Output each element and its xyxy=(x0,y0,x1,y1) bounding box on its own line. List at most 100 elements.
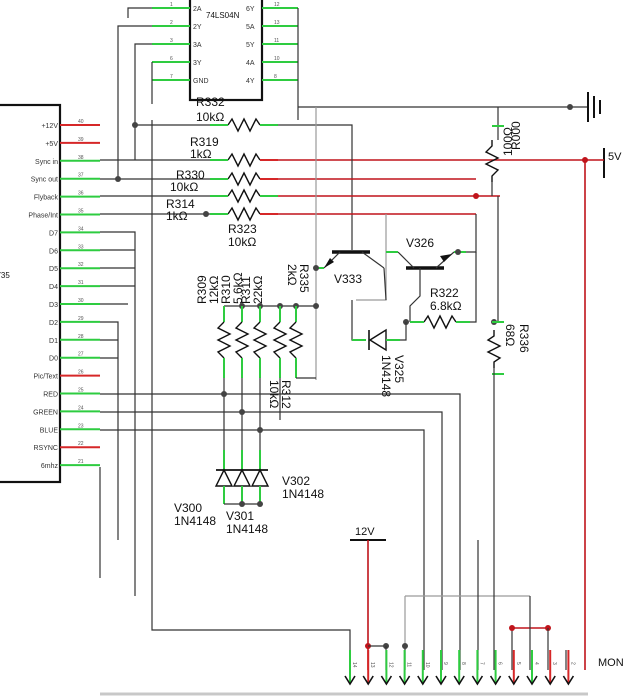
resistor-r332: R332 10kΩ xyxy=(132,95,353,250)
v302-name: V302 xyxy=(282,474,310,488)
r335-value: 2kΩ xyxy=(285,264,299,286)
resistor-r310: R310 5.6kΩ xyxy=(219,272,250,470)
monitor-pin-arrow xyxy=(344,675,356,686)
header-pin-num: 21 xyxy=(78,459,84,465)
chip-pin-label: 4Y xyxy=(246,78,255,85)
header-pin-num: 39 xyxy=(78,137,84,143)
header-pin-num: 36 xyxy=(78,191,84,197)
header-pin-num: 35 xyxy=(78,209,84,215)
chip-wires xyxy=(117,7,299,180)
monitor-pin-num: 4 xyxy=(533,662,539,665)
diode-v325: V325 1N4148 xyxy=(351,300,407,397)
monitor-wires xyxy=(402,540,567,670)
resistor-r330: R330 10kΩ xyxy=(115,168,476,194)
r336-value: 68Ω xyxy=(503,324,517,346)
header-pin-label: D4 xyxy=(49,284,58,291)
monitor-pin-num: 13 xyxy=(369,662,375,668)
monitor-pin-arrow xyxy=(435,675,447,686)
chip-pin-label: 4A xyxy=(246,60,255,67)
transistor-v333: V333 xyxy=(313,250,387,301)
chip-pin-label: GND xyxy=(193,78,209,85)
monitor-pin-arrow xyxy=(508,675,520,686)
header-pin-num: 28 xyxy=(78,334,84,340)
header-pin-num: 33 xyxy=(78,244,84,250)
chip-pin-num: 6 xyxy=(170,56,173,62)
v300-value: 1N4148 xyxy=(174,514,216,528)
r000-value: 100Ω xyxy=(501,127,515,156)
chip-pin-num: 1 xyxy=(170,2,173,8)
monitor-pin-arrow xyxy=(398,675,411,686)
r335-name: R335 xyxy=(297,264,311,293)
monitor-pin-arrow xyxy=(489,675,502,686)
chip-pin-label: 2Y xyxy=(193,24,202,31)
r336-name: R336 xyxy=(517,324,531,353)
monitor-pin-arrow xyxy=(471,675,484,686)
header-pin-num: 24 xyxy=(78,405,84,411)
r323-name: R323 xyxy=(228,222,257,236)
chip-left-pins: 1 2 3 6 7 2A 2Y 3A 3Y GND xyxy=(152,2,209,85)
resistor-r336: R336 68Ω xyxy=(486,196,531,670)
monitor-pin-arrow xyxy=(453,675,465,686)
monitor-label: MON xyxy=(598,657,624,669)
rail-5v-label: 5V xyxy=(608,151,622,163)
header-pin-label: Sync out xyxy=(31,177,58,184)
monitor-pin-num: 10 xyxy=(424,662,430,668)
header-name: 0735 xyxy=(0,271,10,280)
r312-name: R312 xyxy=(279,380,293,409)
r310-name: R310 xyxy=(219,275,233,304)
resistor-r312: R312 10kΩ xyxy=(267,306,293,420)
v325-value: 1N4148 xyxy=(379,355,393,397)
r310-value: 5.6kΩ xyxy=(231,272,245,304)
chip-pin-num: 7 xyxy=(170,74,173,80)
header-pin-label: +5V xyxy=(45,141,58,148)
r319-name: R319 xyxy=(190,135,219,149)
r330-name: R330 xyxy=(176,168,205,182)
r000-name: R000 xyxy=(509,121,523,150)
chip-right-pins: 12 13 11 10 8 6Y 5A 5Y 4A 4Y xyxy=(246,2,298,85)
resistor-r323: R323 10kΩ xyxy=(203,206,476,249)
header-pin-label: BLUE xyxy=(40,427,59,434)
header-pin-num: 34 xyxy=(78,226,84,232)
resistor-ladder: R309 12kΩ R310 5.6kΩ R311 22kΩ R312 10kΩ xyxy=(195,264,319,470)
chip-pin-num: 3 xyxy=(170,38,173,44)
monitor-pin-num: 8 xyxy=(460,662,466,665)
r311-value: 22kΩ xyxy=(251,276,265,304)
monitor-pin-num: 3 xyxy=(551,662,557,665)
rail-12v: 12V xyxy=(350,526,389,670)
r322-value: 6.8kΩ xyxy=(430,299,462,313)
header-pin-label: D0 xyxy=(49,356,58,363)
chip-74ls04n: 74LS04N 1 2 3 6 7 2A 2Y 3A 3Y GND 12 xyxy=(152,0,298,102)
header-pin-label: RED xyxy=(43,392,58,399)
resistor-r314: R314 1kΩ xyxy=(166,188,500,223)
r332-name: R332 xyxy=(196,95,225,109)
r311-name: R311 xyxy=(239,276,253,304)
resistor-r000: R000 100Ω xyxy=(484,107,523,196)
monitor-pin-num: 7 xyxy=(478,662,484,665)
header-pin-num: 26 xyxy=(78,370,84,376)
v300-name: V300 xyxy=(174,501,202,515)
v301-value: 1N4148 xyxy=(226,522,268,536)
r319-value: 1kΩ xyxy=(190,147,212,161)
chip-pin-num: 12 xyxy=(274,2,280,8)
header-pin-label: D5 xyxy=(49,266,58,273)
chip-pin-num: 11 xyxy=(274,38,279,44)
monitor-pin-arrow xyxy=(362,675,374,686)
header-pin-num: 37 xyxy=(78,173,84,179)
chip-pin-label: 2A xyxy=(193,6,202,13)
header-pin-label: D2 xyxy=(49,320,58,327)
r312-value: 10kΩ xyxy=(267,380,281,408)
chip-pin-num: 13 xyxy=(274,20,280,26)
r314-name: R314 xyxy=(166,197,195,211)
r330-value: 10kΩ xyxy=(170,180,198,194)
r322-name: R322 xyxy=(430,286,459,300)
r309-name: R309 xyxy=(195,275,209,304)
chip-pin-label: 3A xyxy=(193,42,202,49)
header-pin-label: Phase/Int xyxy=(28,213,58,220)
monitor-pin-arrow xyxy=(380,675,393,686)
chip-pin-num: 8 xyxy=(274,74,277,80)
monitor-pin-num: 12 xyxy=(387,662,393,668)
monitor-pin-num: 11 xyxy=(406,662,412,667)
header-pin-num: 23 xyxy=(78,423,84,429)
